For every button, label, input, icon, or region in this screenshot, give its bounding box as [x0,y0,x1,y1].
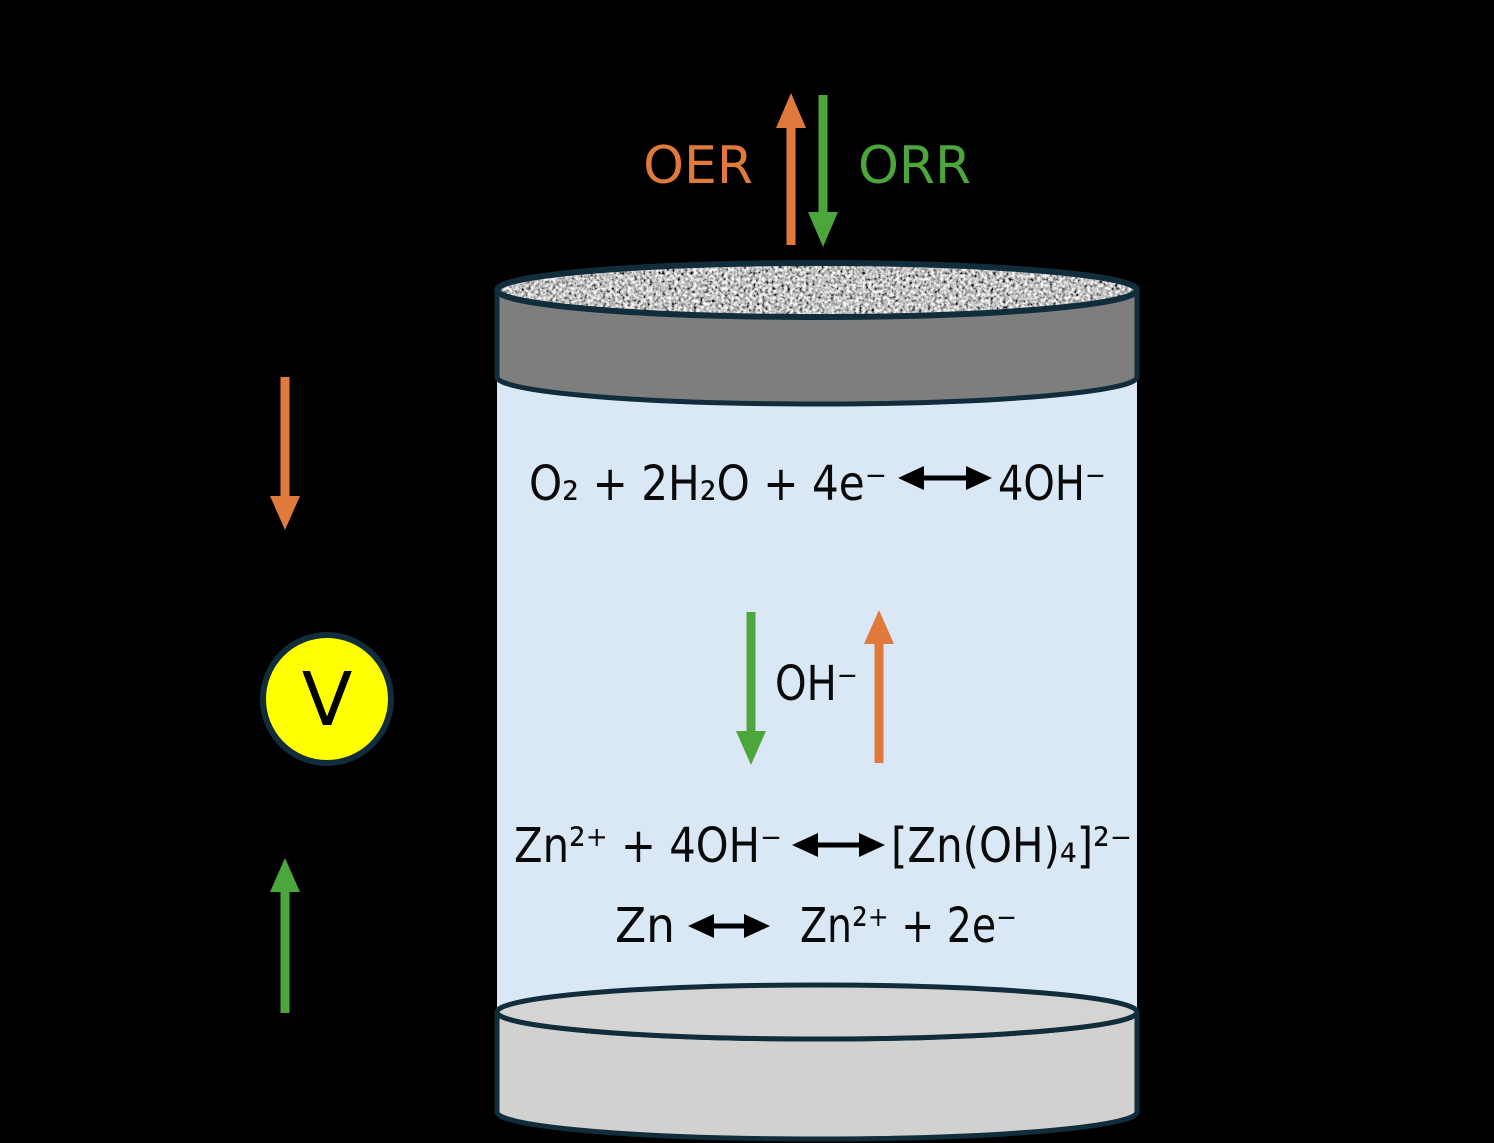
cathode-equilibrium-arrow-icon [898,466,992,490]
anode-equation-left: Zn [615,898,675,954]
anode-equilibrium-arrow-icon [688,914,770,938]
orr-arrow-down-icon [808,95,838,247]
orr-label: ORR [858,136,971,196]
zincate-equilibrium-arrow-icon [792,833,885,857]
voltmeter-circle [260,632,394,766]
hydroxide-flow-up-arrow-icon [864,610,894,763]
zincate-equation-left: Zn²⁺ + 4OH⁻ [514,818,782,874]
voltmeter: V [260,632,394,766]
voltmeter-label: V [302,657,353,743]
cathode-equation-right: 4OH⁻ [998,456,1106,512]
air-electrode-surface [497,263,1137,317]
oer-arrow-up-icon [776,93,806,245]
hydroxide-ion-label: OH⁻ [775,656,858,712]
zinc-electrode-top [494,982,1140,1042]
oer-label: OER [643,136,753,196]
charge-current-arrow-down-icon [270,377,300,530]
cathode-equation-left: O₂ + 2H₂O + 4e⁻ [529,456,887,512]
anode-equation-right: Zn²⁺ + 2e⁻ [800,898,1017,954]
discharge-current-arrow-up-icon [270,858,300,1013]
air-electrode-surface-outline [494,260,1140,320]
zincate-equation-right: [Zn(OH)₄]²⁻ [891,818,1132,874]
electrolyte-body [497,377,1137,1012]
hydroxide-flow-down-arrow-icon [736,612,766,765]
